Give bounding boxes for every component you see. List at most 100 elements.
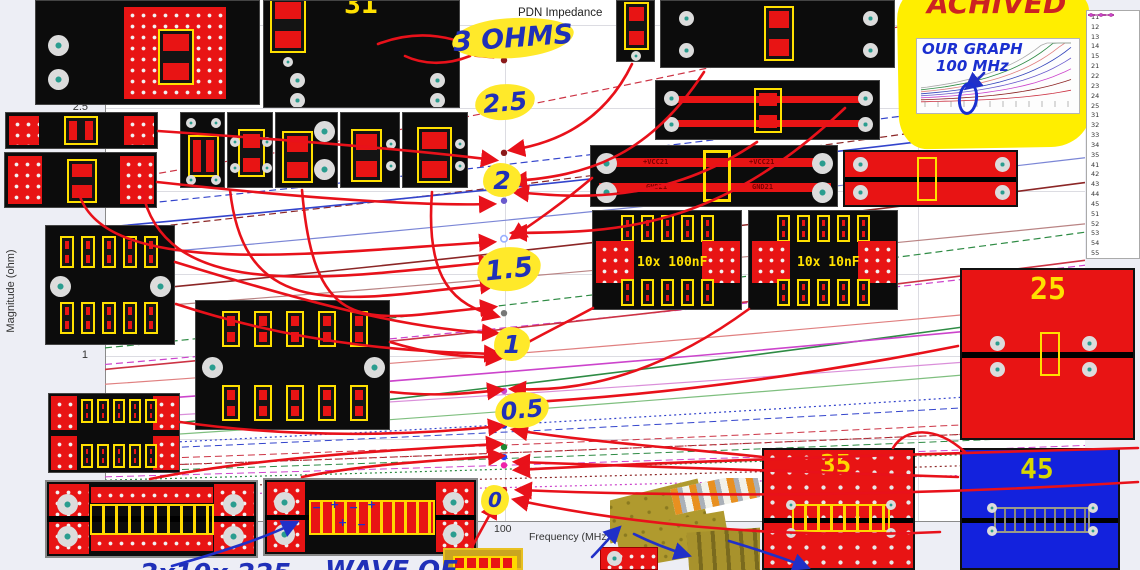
via — [858, 91, 873, 106]
capacitor-row — [621, 215, 714, 242]
capacitor-row — [81, 399, 157, 423]
bottom-center-note-clip: WAVE OF — [315, 552, 575, 570]
capacitor-ladder — [90, 504, 214, 535]
legend-item-23: 23 — [1088, 13, 1139, 91]
capacitor-row — [81, 444, 157, 468]
pcb-bottom-bank-2 — [263, 478, 478, 556]
via — [886, 528, 896, 538]
capacitor-footprint — [270, 1, 306, 53]
via — [223, 494, 244, 515]
polarity-mark: − — [349, 501, 359, 514]
via — [863, 11, 878, 26]
legend-item-42: 42 — [1088, 13, 1139, 180]
pcb-wide-top — [660, 0, 895, 68]
split-line — [962, 352, 1133, 358]
pad-field — [153, 396, 179, 430]
our-graph-line2: 100 MHz — [935, 57, 1009, 75]
via — [48, 35, 69, 56]
bottom-center-note: WAVE OF — [325, 556, 458, 570]
pcb-board-35: 35 — [762, 448, 915, 570]
chart-title: PDN Impedance — [518, 7, 603, 19]
pad-field — [8, 156, 42, 204]
legend-item-54: 54 — [1088, 13, 1139, 248]
via — [211, 175, 221, 185]
legend-item-31: 31 — [1088, 13, 1139, 120]
capacitor-row — [777, 279, 870, 306]
achieved-note-clip: ACHIVED — [905, 0, 1085, 15]
via — [211, 118, 221, 128]
capacitor-footprint — [238, 129, 265, 177]
pcb-bottom-bank-1 — [45, 480, 258, 558]
net-label-gnd: GND21 — [646, 183, 668, 191]
via — [853, 157, 868, 172]
via — [230, 163, 240, 173]
pcb-strip-2 — [4, 152, 157, 208]
via — [283, 57, 293, 67]
via — [679, 11, 694, 26]
legend-item-32: 32 — [1088, 13, 1139, 130]
pcb-board-25: 25 — [960, 268, 1135, 440]
via — [57, 494, 78, 515]
net-label-gnd: GND21 — [752, 183, 774, 191]
legend-item-55: 55 — [1088, 13, 1139, 258]
capacitor-outline — [703, 150, 731, 202]
polarity-mark: + — [338, 516, 348, 529]
via — [57, 526, 78, 547]
via — [455, 139, 465, 149]
gridline-1000mhz — [918, 22, 919, 521]
board-31-label: 31 — [344, 0, 378, 20]
via — [886, 500, 896, 510]
via — [430, 73, 445, 88]
via — [430, 93, 445, 107]
via — [1088, 503, 1098, 513]
ytick-1: 1 — [81, 349, 88, 361]
via — [853, 185, 868, 200]
legend-item-51: 51 — [1088, 13, 1139, 219]
pad-field — [858, 241, 896, 283]
pcb-red-strip — [843, 150, 1018, 207]
via — [314, 159, 335, 180]
pcb-tile-1 — [180, 112, 225, 188]
legend-item-25: 25 — [1088, 13, 1139, 111]
pcb-board-31: 31 — [263, 0, 460, 108]
pcb-tile-4 — [340, 112, 400, 188]
via — [262, 163, 272, 173]
via — [987, 503, 997, 513]
pcb-vcc-gnd: +VCC21 +VCC21 GND21 GND21 — [590, 145, 838, 207]
capacitor-footprint — [282, 131, 313, 183]
capbank-100nf-label: 10x 100nF — [637, 255, 708, 270]
legend-item-41: 41 — [1088, 13, 1139, 170]
legend-item-33: 33 — [1088, 13, 1139, 140]
via — [786, 500, 796, 510]
pcb-board-topleft — [35, 0, 260, 105]
pad-field — [752, 241, 790, 283]
polarity-mark: − — [312, 501, 322, 514]
via — [631, 51, 641, 61]
legend-item-43: 43 — [1088, 13, 1139, 189]
legend-item-12: 12 — [1088, 13, 1139, 32]
capacitor-ladder — [309, 500, 435, 535]
via — [1082, 336, 1097, 351]
via — [443, 524, 464, 545]
pcb-10x-10nf: 10x 10nF — [748, 210, 898, 310]
pcb-board-45: 45 — [960, 448, 1120, 570]
via — [202, 357, 223, 378]
via — [995, 185, 1010, 200]
achieved-note: ACHIVED — [927, 0, 1066, 15]
via — [186, 118, 196, 128]
via — [812, 153, 833, 174]
capacitor-row — [222, 311, 368, 347]
legend-item-15: 15 — [1088, 13, 1139, 61]
capacitor-row — [60, 236, 158, 268]
via — [596, 182, 617, 203]
legend-item-52: 52 — [1088, 13, 1139, 229]
via — [863, 43, 878, 58]
legend-item-14: 14 — [1088, 13, 1139, 52]
pad-field — [51, 396, 77, 430]
legend-item-13: 13 — [1088, 13, 1139, 42]
via — [186, 175, 196, 185]
legend-item-22: 22 — [1088, 13, 1139, 81]
split-line — [845, 177, 1016, 182]
legend-item-45: 45 — [1088, 13, 1139, 209]
